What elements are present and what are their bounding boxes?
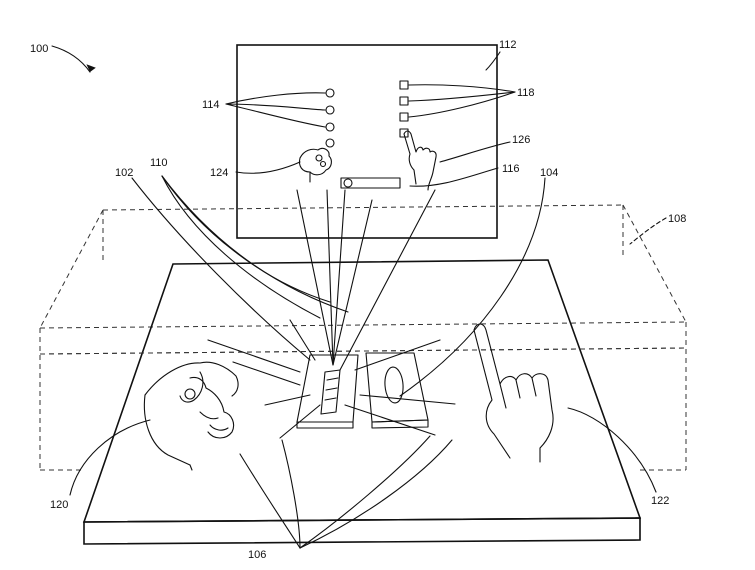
- circle-item: [326, 89, 334, 97]
- label-108: 108: [668, 213, 686, 225]
- interaction-volume: [40, 205, 686, 470]
- surface-table: [84, 260, 640, 544]
- leader-lines: [52, 46, 666, 548]
- label-100: 100: [30, 43, 48, 55]
- label-106: 106: [248, 549, 266, 561]
- label-114: 114: [202, 99, 220, 111]
- display-screen: [237, 45, 497, 238]
- square-item: [400, 113, 408, 121]
- label-118: 118: [517, 87, 535, 99]
- label-120: 120: [50, 499, 68, 511]
- label-104: 104: [540, 167, 558, 179]
- circle-item: [326, 139, 334, 147]
- label-126: 126: [512, 134, 530, 146]
- circle-item: [326, 123, 334, 131]
- label-110: 110: [150, 157, 168, 169]
- label-102: 102: [115, 167, 133, 179]
- right-cursor-hand: [404, 131, 436, 190]
- right-hand: [474, 324, 553, 462]
- sensor-right: [366, 353, 428, 428]
- sensing-rays: [208, 190, 455, 438]
- left-cursor-hand: [299, 148, 331, 182]
- circle-item: [326, 106, 334, 114]
- square-item: [400, 81, 408, 89]
- square-item: [400, 97, 408, 105]
- label-116: 116: [502, 163, 520, 175]
- reference-numerals: 100 112 114 118 126 124 116 110 102 104 …: [30, 39, 686, 561]
- label-124: 124: [210, 167, 228, 179]
- left-hand: [144, 362, 238, 470]
- label-122: 122: [651, 495, 669, 507]
- label-112: 112: [499, 39, 517, 51]
- slider-knob: [344, 179, 352, 187]
